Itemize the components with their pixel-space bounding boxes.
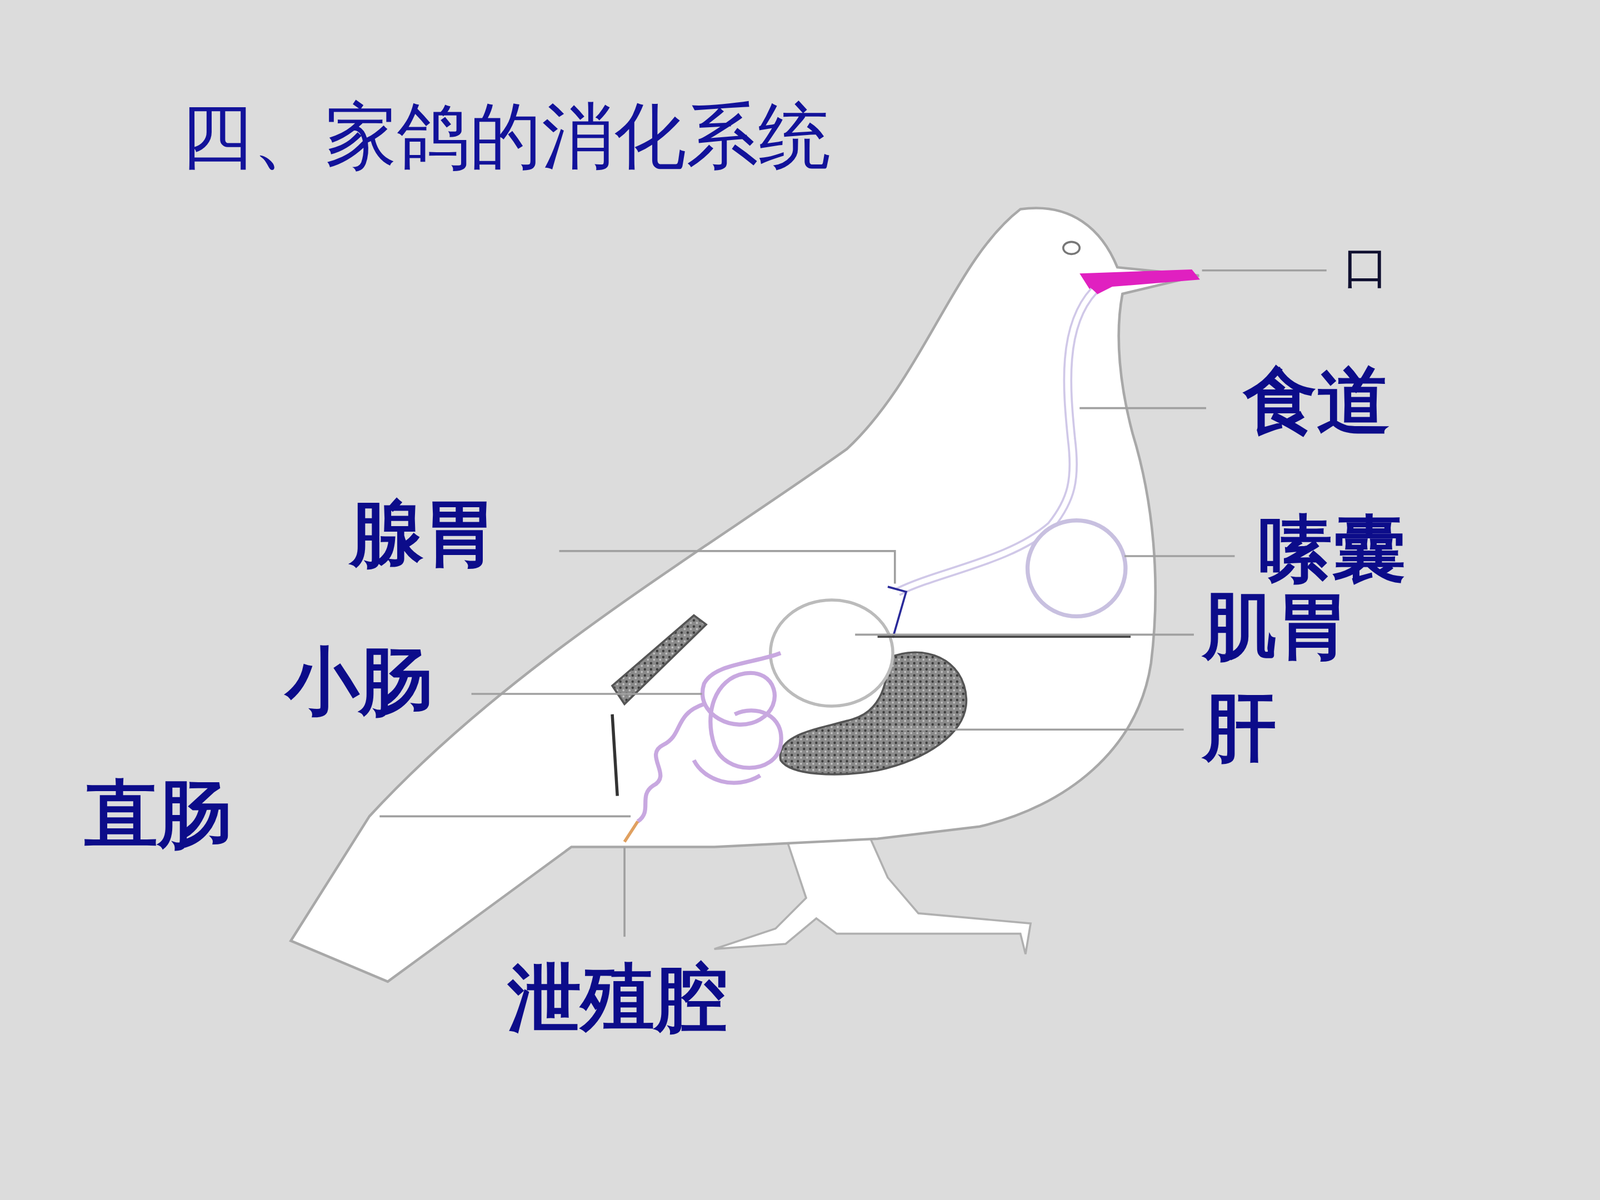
rectum (624, 821, 638, 843)
part-label: 口 (1343, 244, 1389, 290)
gizzard (770, 600, 893, 707)
part-label: 直肠 (84, 777, 232, 851)
part-label: 腺胃 (350, 496, 497, 570)
legs (714, 831, 1031, 954)
part-label: 小肠 (285, 644, 433, 718)
part-label: 泄殖腔 (507, 961, 728, 1035)
part-label: 肝 (1202, 690, 1277, 764)
bird-body (290, 207, 1199, 982)
diagram-title: 四、家鸽的消化系统 (180, 100, 831, 173)
mouth (1079, 269, 1200, 297)
crop (1027, 520, 1126, 617)
part-label: 肌胃 (1202, 588, 1350, 663)
kidney (612, 615, 707, 705)
leader-lines (379, 270, 1327, 937)
small-intestine (637, 653, 782, 822)
part-label: 食道 (1243, 363, 1390, 438)
part-label: 嗉囊 (1258, 512, 1406, 586)
